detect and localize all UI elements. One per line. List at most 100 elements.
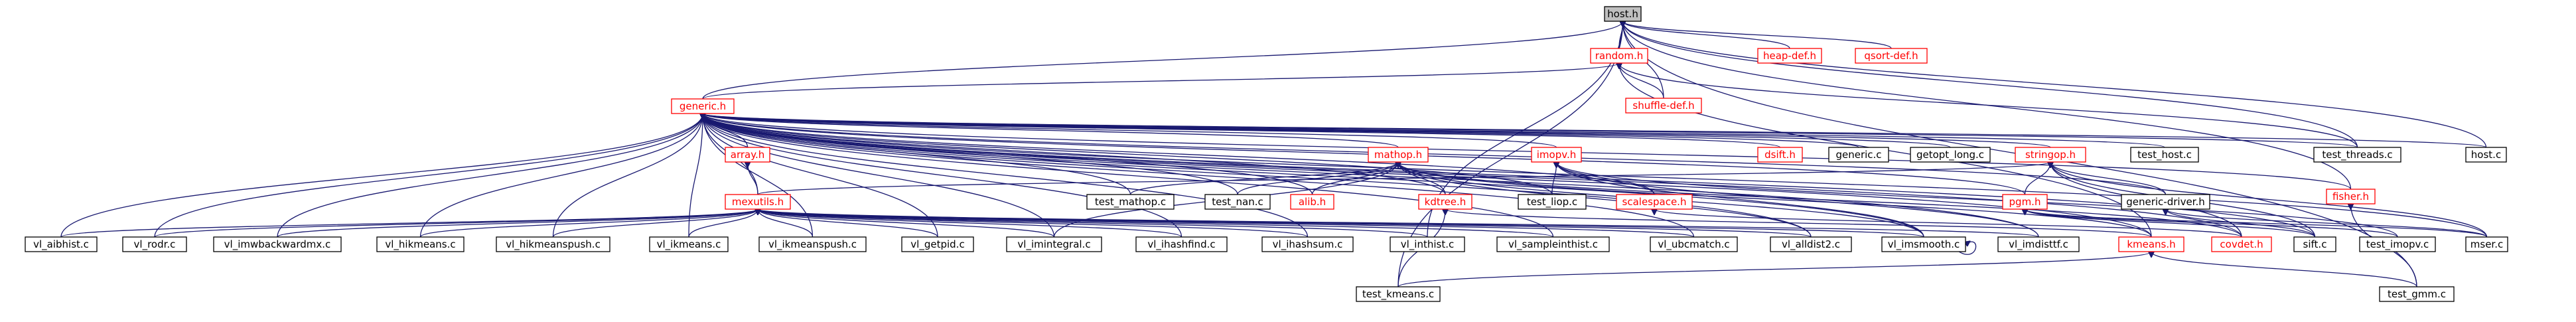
node-box [1204, 194, 1271, 210]
node-box [1390, 236, 1465, 252]
node-test-gmm-c[interactable]: test_gmm.c [2379, 286, 2455, 302]
node-box [376, 236, 465, 252]
node-heap-def-h[interactable]: heap-def.h [1757, 48, 1822, 64]
node-vl-hikmeans-c[interactable]: vl_hikmeans.c [376, 236, 465, 252]
node-host-c[interactable]: host.c [2465, 147, 2507, 163]
node-qsort-def-h[interactable]: qsort-def.h [1855, 48, 1928, 64]
edge-test-imopv-c-to-pgm-h [2025, 208, 2398, 238]
edge-vl-ihashfind-c-to-mexutils-h [758, 208, 1182, 238]
edge-mathop-h-to-generic-h [703, 113, 1399, 148]
node-vl-hikmeanspush-c[interactable]: vl_hikmeanspush.c [496, 236, 610, 252]
node-fisher-h[interactable]: fisher.h [2326, 189, 2376, 204]
node-mexutils-h[interactable]: mexutils.h [725, 194, 791, 210]
edge-generic-driver-h-to-generic-h [703, 113, 2167, 195]
node-label: mser.c [2470, 238, 2503, 250]
node-label: kmeans.h [2127, 238, 2175, 250]
node-vl-imintegral-c[interactable]: vl_imintegral.c [1006, 236, 1102, 252]
node-box [1910, 147, 1991, 163]
node-label: stringop.h [2025, 149, 2076, 161]
node-test-threads-c[interactable]: test_threads.c [2313, 147, 2401, 163]
edge-test-kmeans-c-to-kmeans-h [1397, 251, 2151, 287]
node-vl-aibhist-c[interactable]: vl_aibhist.c [25, 236, 98, 252]
node-box [2293, 236, 2336, 252]
node-imopv-h[interactable]: imopv.h [1531, 147, 1582, 163]
node-box [671, 98, 735, 114]
edge-vl-hikmeans-c-to-mexutils-h [419, 208, 758, 238]
node-test-kmeans-c[interactable]: test_kmeans.c [1356, 286, 1441, 302]
node-vl-ihashfind-c[interactable]: vl_ihashfind.c [1135, 236, 1228, 252]
node-vl-ikmeans-c[interactable]: vl_ikmeans.c [649, 236, 729, 252]
node-kdtree-h[interactable]: kdtree.h [1418, 194, 1472, 210]
node-box [2465, 236, 2508, 252]
node-sift-c[interactable]: sift.c [2293, 236, 2336, 252]
node-mathop-h[interactable]: mathop.h [1368, 147, 1429, 163]
edge-covdet-h-to-generic-h [703, 114, 2242, 238]
node-label: vl_aibhist.c [33, 238, 89, 251]
node-kmeans-h[interactable]: kmeans.h [2118, 236, 2184, 252]
node-host-h[interactable]: host.h [1604, 6, 1642, 22]
node-vl-imdisttf-c[interactable]: vl_imdisttf.c [1997, 236, 2080, 252]
node-alib-h[interactable]: alib.h [1290, 194, 1334, 210]
node-vl-ikmeanspush-c[interactable]: vl_ikmeanspush.c [758, 236, 867, 252]
node-box [1418, 194, 1472, 210]
edge-vl-ihashfind-c-to-generic-h [703, 114, 1182, 238]
node-label: mathop.h [1374, 149, 1422, 161]
node-label: vl_hikmeans.c [385, 238, 455, 251]
edge-kmeans-h-to-mathop-h [1398, 161, 2152, 238]
edge-host-c-to-generic-h [703, 113, 2487, 148]
node-test-mathop-c[interactable]: test_mathop.c [1086, 194, 1175, 210]
node-box [1290, 194, 1334, 210]
node-covdet-h[interactable]: covdet.h [2211, 236, 2272, 252]
node-box [1368, 147, 1429, 163]
node-test-liop-c[interactable]: test_liop.c [1518, 194, 1587, 210]
edge-vl-getpid-c-to-mexutils-h [758, 208, 938, 238]
node-label: vl_imwbackwardmx.c [224, 238, 331, 251]
node-mser-c[interactable]: mser.c [2465, 236, 2508, 252]
node-pgm-h[interactable]: pgm.h [2002, 194, 2048, 210]
node-label: host.h [1607, 8, 1638, 20]
node-vl-alldist2-c[interactable]: vl_alldist2.c [1770, 236, 1852, 252]
node-test-nan-c[interactable]: test_nan.c [1204, 194, 1271, 210]
node-box [2130, 147, 2199, 163]
node-generic-h[interactable]: generic.h [671, 98, 735, 114]
edge-vl-sampleinthist-c-to-generic-h [703, 114, 1554, 238]
node-test-host-c[interactable]: test_host.c [2130, 147, 2199, 163]
edge-mser-c-to-generic-driver-h [2166, 208, 2488, 238]
node-box [1828, 147, 1889, 163]
node-label: vl_alldist2.c [1782, 238, 1840, 251]
node-box [2002, 194, 2048, 210]
node-label: test_liop.c [1527, 196, 1577, 208]
node-label: heap-def.h [1763, 50, 1816, 62]
node-box [2015, 147, 2086, 163]
node-box [2121, 194, 2210, 210]
node-stringop-h[interactable]: stringop.h [2015, 147, 2086, 163]
node-random-h[interactable]: random.h [1590, 48, 1648, 64]
node-vl-getpid-c[interactable]: vl_getpid.c [901, 236, 974, 252]
edge-vl-hikmeanspush-c-to-mexutils-h [552, 208, 758, 238]
node-label: fisher.h [2332, 191, 2369, 202]
node-vl-imwbackwardmx-c[interactable]: vl_imwbackwardmx.c [213, 236, 342, 252]
node-test-imopv-c[interactable]: test_imopv.c [2359, 236, 2436, 252]
node-box [1496, 236, 1610, 252]
node-box [1616, 194, 1693, 210]
node-label: vl_ubcmatch.c [1658, 238, 1729, 251]
node-shuffle-def-h[interactable]: shuffle-def.h [1625, 98, 1702, 114]
node-vl-inthist-c[interactable]: vl_inthist.c [1390, 236, 1465, 252]
node-scalespace-h[interactable]: scalespace.h [1616, 194, 1693, 210]
node-array-h[interactable]: array.h [725, 147, 770, 163]
node-vl-sampleinthist-c[interactable]: vl_sampleinthist.c [1496, 236, 1610, 252]
node-vl-ihashsum-c[interactable]: vl_ihashsum.c [1261, 236, 1354, 252]
node-box [1881, 236, 1966, 252]
node-vl-imsmooth-c[interactable]: vl_imsmooth.c [1881, 236, 1966, 252]
node-dsift-h[interactable]: dsift.h [1757, 147, 1803, 163]
node-generic-c[interactable]: generic.c [1828, 147, 1889, 163]
node-getopt-long-c[interactable]: getopt_long.c [1910, 147, 1991, 163]
edge-mser-c-to-stringop-h [2050, 161, 2488, 238]
node-vl-ubcmatch-c[interactable]: vl_ubcmatch.c [1650, 236, 1738, 252]
edge-kmeans-h-to-kdtree-h [1445, 208, 2152, 238]
node-label: generic.h [680, 100, 726, 112]
node-generic-driver-h[interactable]: generic-driver.h [2121, 194, 2210, 210]
node-label: scalespace.h [1622, 196, 1687, 208]
node-vl-rodr-c[interactable]: vl_rodr.c [122, 236, 187, 252]
